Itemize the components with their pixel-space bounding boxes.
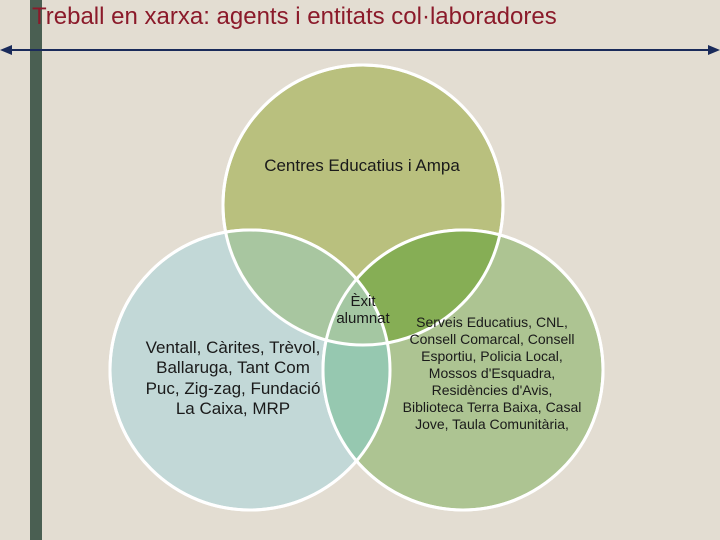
label-serveis: Serveis Educatius, CNL, Consell Comarcal… [402,314,582,433]
page-title: Treball en xarxa: agents i entitats col·… [32,3,557,30]
double-arrow-divider [0,45,720,55]
label-exit-alumnat: Èxit alumnat [336,293,390,328]
label-centres-educatius: Centres Educatius i Ampa [264,156,460,175]
venn-overlap-top-right [323,230,503,345]
left-accent-bar [30,0,42,540]
venn-overlap-top-left [223,230,390,345]
label-entitats: Ventall, Càrites, Trèvol, Ballaruga, Tan… [145,338,321,419]
